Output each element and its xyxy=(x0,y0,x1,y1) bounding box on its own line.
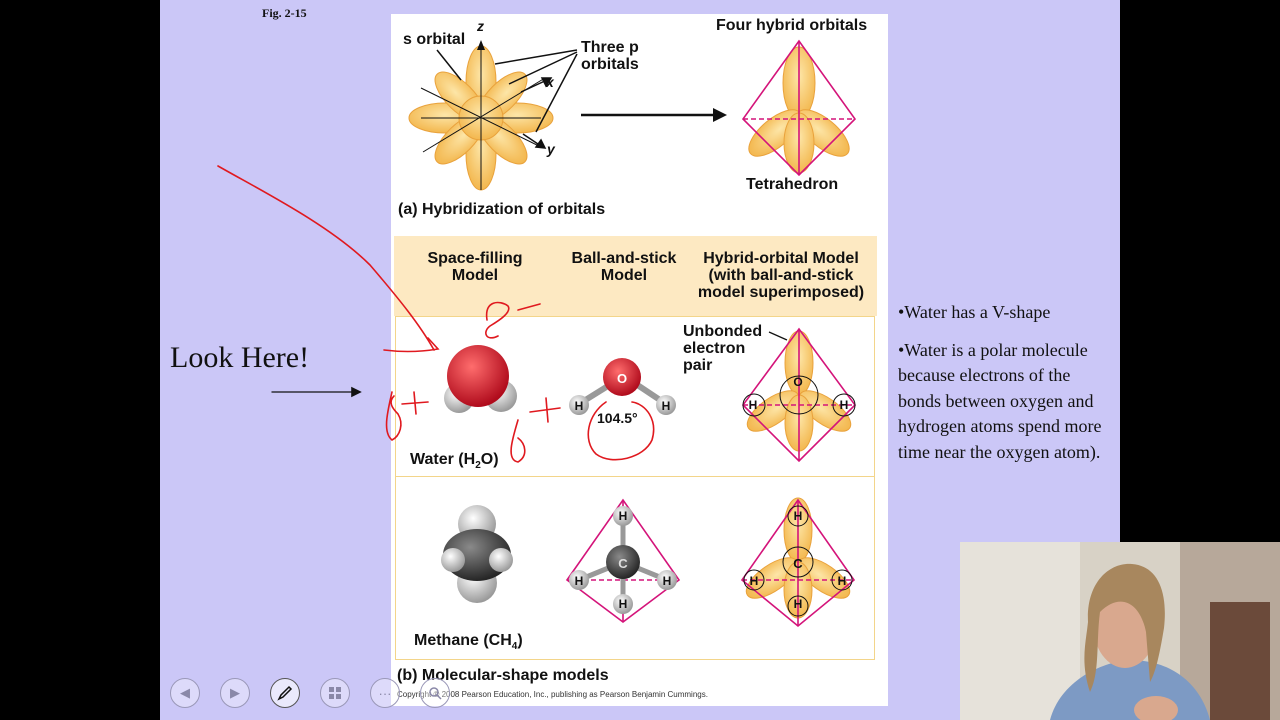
four-hybrid-label: Four hybrid orbitals xyxy=(716,17,868,34)
slides-grid-button[interactable] xyxy=(320,678,350,708)
models-grid-divider xyxy=(395,476,875,477)
methane-ball-stick xyxy=(565,498,681,623)
textbook-figure: s orbital z x y Three p orbitals Four hy… xyxy=(391,14,888,706)
atom-h-label: H xyxy=(748,398,758,412)
prev-slide-button[interactable]: ◀ xyxy=(170,678,200,708)
atom-o-label: O xyxy=(793,375,803,389)
more-options-button[interactable]: ··· xyxy=(370,678,400,708)
methane-space-filling xyxy=(441,505,513,603)
col-hybrid-header: Hybrid-orbital Model(with ball-and-stick… xyxy=(697,250,865,301)
copyright-text: Copyright © 2008 Pearson Education, Inc.… xyxy=(397,690,708,699)
atom-h-label: H xyxy=(662,574,672,588)
atom-h-label: H xyxy=(618,509,628,523)
sp-orbitals xyxy=(408,40,554,191)
water-hybrid-orbital xyxy=(741,327,857,463)
water-space-filling xyxy=(444,345,517,413)
models-grid xyxy=(395,316,875,660)
z-axis-label: z xyxy=(477,18,484,34)
slide: Fig. 2-15 Look Here! xyxy=(160,0,1120,720)
next-slide-button[interactable]: ▶ xyxy=(220,678,250,708)
zoom-button[interactable] xyxy=(420,678,450,708)
pen-icon xyxy=(277,685,293,701)
figure-number: Fig. 2-15 xyxy=(262,6,307,20)
atom-h-label: H xyxy=(574,399,584,413)
unbonded-callout-line xyxy=(768,331,788,341)
slides-grid-icon xyxy=(329,687,341,699)
methane-hybrid-orbital xyxy=(740,497,856,628)
methane-label: Methane (CH4) xyxy=(414,632,523,653)
three-p-orbitals-label: Three p orbitals xyxy=(581,39,639,73)
more-icon: ··· xyxy=(378,685,392,701)
atom-h-label: H xyxy=(661,399,671,413)
atom-h-label: H xyxy=(793,509,803,523)
tetrahedron-hybrid xyxy=(741,39,857,177)
water-label: Water (H2O) xyxy=(410,451,499,472)
note-bullet-1: •Water has a V-shape xyxy=(898,302,1051,322)
prev-arrow-icon: ◀ xyxy=(180,685,190,700)
atom-o-label: O xyxy=(616,371,628,386)
atom-h-label: H xyxy=(749,574,759,588)
webcam-video xyxy=(960,542,1280,720)
tetrahedron-label: Tetrahedron xyxy=(746,176,839,193)
axis-arrows xyxy=(520,77,553,149)
caption-b: (b) Molecular-shape models xyxy=(397,667,609,684)
water-ball-stick xyxy=(569,358,676,415)
y-axis-label: y xyxy=(547,141,555,157)
atom-c-label: C xyxy=(618,556,628,571)
x-axis-label: x xyxy=(546,74,554,90)
note-bullet-2: •Water is a polar molecule because elect… xyxy=(898,339,1102,462)
models-header-band xyxy=(394,236,877,316)
atom-h-label: H xyxy=(793,597,803,611)
slide-notes: •Water has a V-shape •Water is a polar m… xyxy=(898,300,1108,477)
atom-c-label: C xyxy=(793,556,803,571)
presenter-video xyxy=(960,542,1280,720)
atom-h-label: H xyxy=(839,398,849,412)
caption-a: (a) Hybridization of orbitals xyxy=(398,201,606,218)
atom-h-label: H xyxy=(618,597,628,611)
zoom-icon xyxy=(429,687,442,700)
callout-lines xyxy=(436,49,578,133)
pen-tool-button[interactable] xyxy=(270,678,300,708)
atom-h-label: H xyxy=(574,574,584,588)
figure-drawing xyxy=(408,39,857,628)
look-here-text: Look Here! xyxy=(170,341,310,374)
atom-h-label: H xyxy=(837,574,847,588)
s-orbital-label: s orbital xyxy=(403,31,466,48)
bond-angle-label: 104.5° xyxy=(597,410,638,426)
next-arrow-icon: ▶ xyxy=(230,685,240,700)
